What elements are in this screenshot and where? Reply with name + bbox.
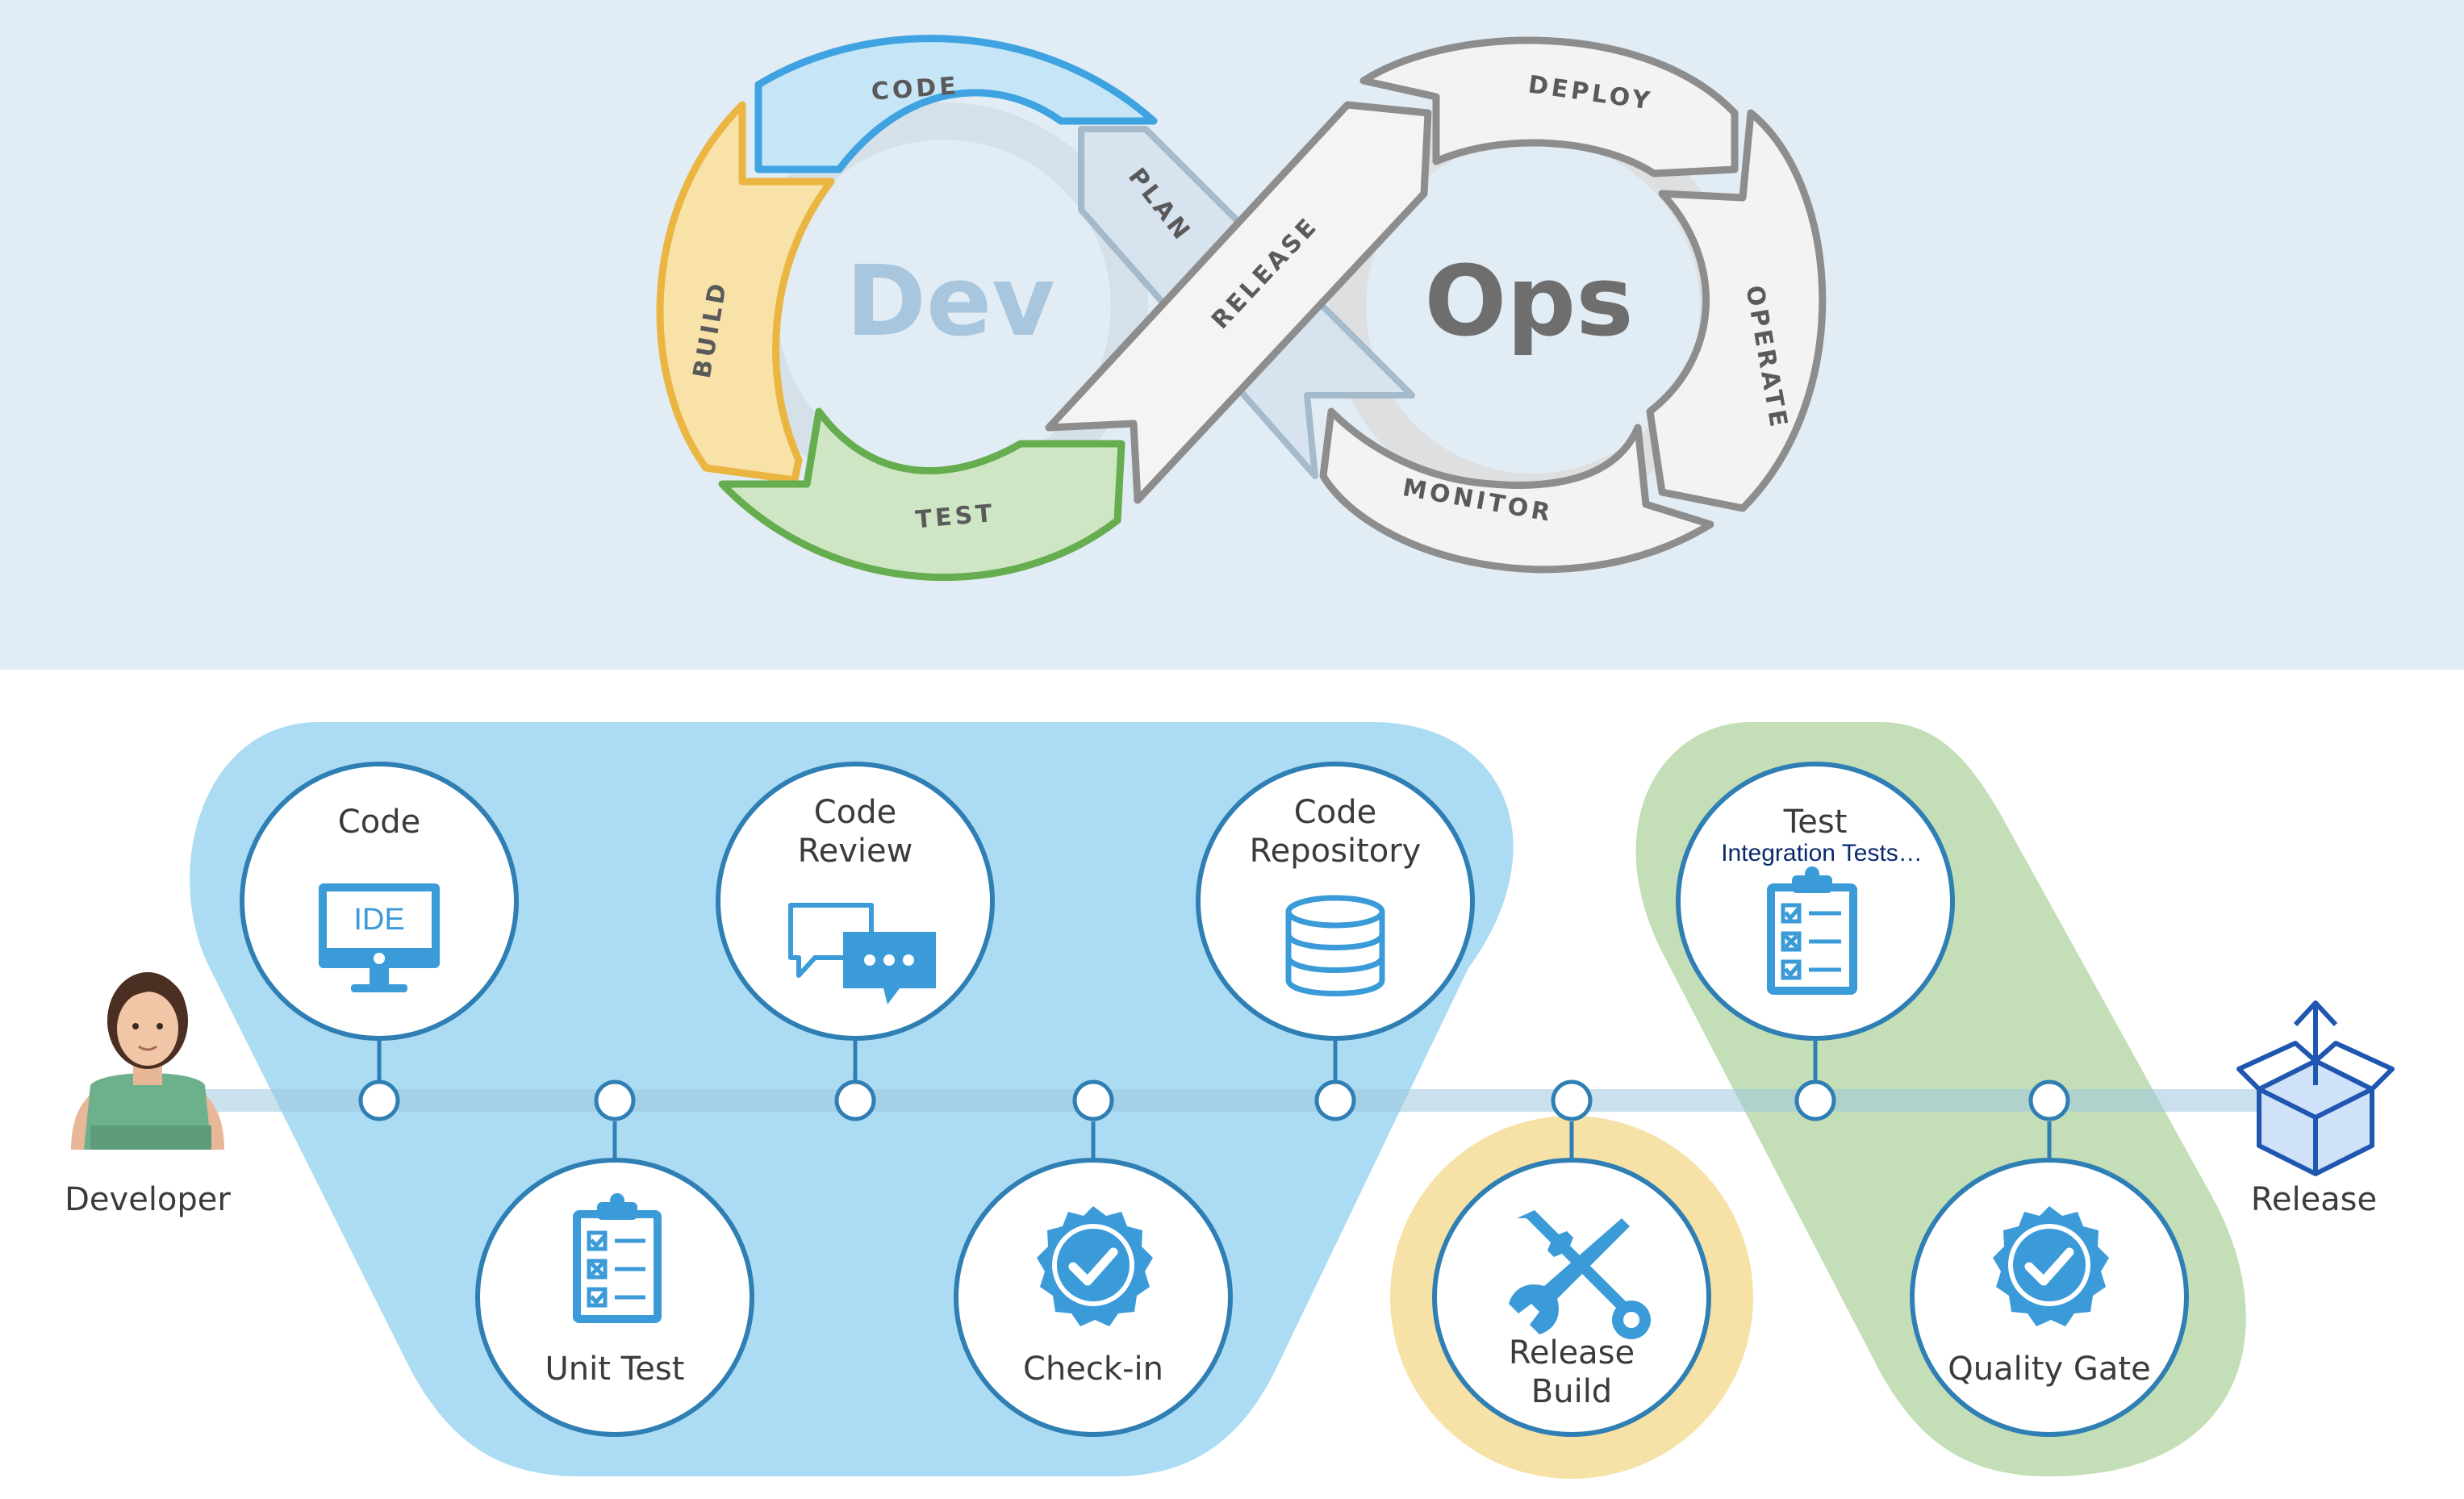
- connector-lines: [377, 1037, 2052, 1158]
- test-segment: [718, 407, 1126, 582]
- check-in-node-title: Check-in: [1023, 1351, 1163, 1388]
- database-icon: [1285, 895, 1385, 996]
- ops-word: Ops: [1424, 246, 1633, 358]
- release-build-title-line1: Release: [1509, 1334, 1635, 1372]
- test-segment-label: TEST: [914, 499, 996, 534]
- timeline-dot-code: [358, 1079, 400, 1121]
- release-box-icon: [2236, 1000, 2395, 1176]
- monitor-segment: [1319, 407, 1714, 574]
- code-review-title-line1: Code: [814, 794, 896, 831]
- clipboard-checklist-icon: [1767, 866, 1857, 995]
- code-segment-label: CODE: [871, 72, 960, 106]
- dev-word: Dev: [846, 246, 1055, 358]
- timeline-dot-code-repository: [1314, 1079, 1356, 1121]
- timeline-dot-code-review: [834, 1079, 876, 1121]
- ide-monitor-icon: [319, 883, 440, 992]
- test-node-title: Test: [1783, 804, 1848, 841]
- ide-icon-label: IDE: [353, 903, 404, 937]
- code-repository-node: [1196, 762, 1475, 1041]
- timeline-dot-check-in: [1072, 1079, 1114, 1121]
- code-review-title-line2: Review: [798, 833, 913, 870]
- timeline-dot-test: [1794, 1079, 1836, 1121]
- release-build-node: [1432, 1158, 1711, 1437]
- test-node-subtitle: Integration Tests…: [1721, 840, 1923, 866]
- operate-segment: [1646, 109, 1827, 512]
- developer-label: Developer: [65, 1181, 231, 1218]
- timeline-dot-unit-test: [594, 1079, 636, 1121]
- devops-infinity-loop: CODE PLAN BUILD TEST RELEASE DEPLOY OPER…: [656, 35, 1827, 582]
- developer-avatar: [71, 972, 224, 1150]
- release-label: Release: [2251, 1181, 2377, 1218]
- timeline-dots: [358, 1079, 2070, 1121]
- code-repository-title-line1: Code: [1294, 794, 1376, 831]
- quality-gate-node-title: Quality Gate: [1948, 1351, 2150, 1388]
- code-node-title: Code: [338, 804, 420, 841]
- chat-bubbles-icon: [788, 903, 936, 1004]
- verified-badge-icon: [1993, 1206, 2109, 1326]
- code-repository-title-line2: Repository: [1250, 833, 1422, 870]
- clipboard-checklist-icon: [573, 1193, 662, 1323]
- wrench-screwdriver-icon: [1509, 1210, 1651, 1339]
- code-segment: [754, 35, 1158, 173]
- timeline-dot-release-build: [1551, 1079, 1593, 1121]
- build-segment: [656, 101, 835, 484]
- deploy-segment: [1359, 36, 1739, 177]
- timeline-line: [202, 1089, 2291, 1112]
- unit-test-node-title: Unit Test: [545, 1351, 685, 1388]
- timeline-dot-quality-gate: [2028, 1079, 2070, 1121]
- verified-badge-icon: [1037, 1206, 1153, 1326]
- release-build-title-line2: Build: [1531, 1373, 1612, 1410]
- release-segment: [1045, 101, 1432, 504]
